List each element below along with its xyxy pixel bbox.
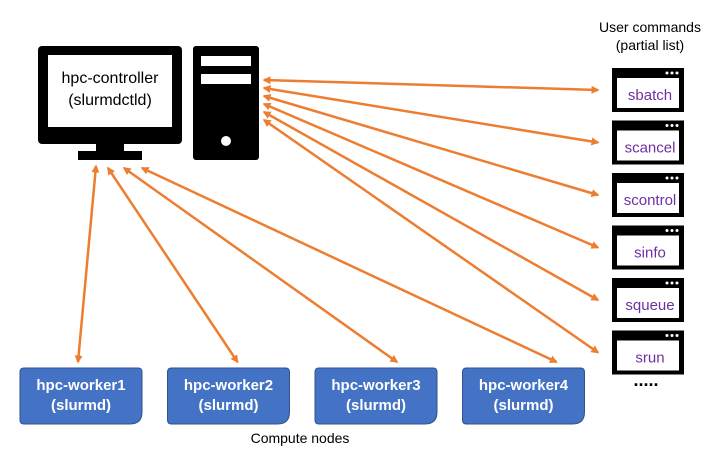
worker-name: hpc-worker1: [36, 377, 125, 394]
window-dot: [665, 124, 669, 127]
window-dot: [675, 229, 679, 232]
command-window-srun: srun: [612, 330, 684, 375]
command-window-scancel: scancel: [612, 120, 684, 165]
window-content: [617, 78, 679, 108]
worker-box: [314, 367, 438, 425]
user-commands-title: User commands: [599, 19, 701, 35]
connection-arrows: [74, 76, 600, 364]
arrow-controller-to-command-4: [262, 102, 600, 249]
arrow-controller-to-command-5: [262, 110, 600, 302]
worker-box: [19, 367, 143, 425]
worker-node-2: hpc-worker2 (slurmd): [167, 367, 290, 425]
compute-nodes-label: Compute nodes: [251, 430, 350, 446]
window-dot: [670, 334, 674, 337]
more-commands-ellipsis: .....: [633, 370, 658, 390]
command-label: scancel: [625, 140, 676, 157]
worker-name: hpc-worker3: [331, 377, 420, 394]
worker-box: [462, 367, 585, 425]
arrow-controller-to-command-2: [262, 85, 600, 146]
window-content: [617, 288, 679, 318]
window-dot: [665, 334, 669, 337]
arrow-controller-to-command-6: [262, 118, 600, 354]
window-dot: [670, 229, 674, 232]
worker-node-4: hpc-worker4 (slurmd): [462, 367, 585, 425]
user-commands-list: sbatch scancel scontrol sinfo squeue srun: [612, 68, 684, 375]
arrow-controller-to-worker-3: [122, 166, 399, 364]
window-dot: [675, 71, 679, 75]
worker-daemon: (slurmd): [51, 397, 111, 414]
window-dot: [665, 281, 669, 285]
window-dot: [670, 71, 674, 75]
worker-node-3: hpc-worker3 (slurmd): [314, 367, 438, 425]
window-dot: [665, 229, 669, 232]
command-window-sbatch: sbatch: [612, 68, 684, 112]
monitor-icon: [38, 46, 182, 160]
arrow-controller-to-command-1: [262, 76, 600, 94]
arrow-controller-to-worker-2: [106, 166, 239, 364]
command-label: scontrol: [624, 192, 677, 209]
worker-name: hpc-worker2: [184, 377, 273, 394]
window-content: [617, 183, 679, 213]
arrow-controller-to-command-3: [262, 94, 600, 197]
server-tower-icon: [193, 46, 259, 160]
window-dot: [670, 281, 674, 285]
window-dot: [670, 176, 674, 180]
worker-name: hpc-worker4: [479, 377, 569, 394]
arrow-controller-to-worker-1: [74, 164, 100, 364]
window-dot: [665, 176, 669, 180]
command-label: squeue: [625, 297, 674, 314]
window-dot: [675, 176, 679, 180]
window-dot: [675, 334, 679, 337]
command-label: srun: [635, 350, 664, 367]
window-content: [617, 340, 679, 371]
worker-box: [167, 367, 290, 425]
command-window-squeue: squeue: [612, 278, 684, 322]
compute-nodes: hpc-worker1(slurmd)hpc-worker2(slurmd)hp…: [19, 367, 585, 425]
command-label: sinfo: [634, 245, 666, 262]
command-window-scontrol: scontrol: [612, 173, 684, 217]
worker-daemon: (slurmd): [346, 397, 406, 414]
window-dot: [675, 124, 679, 127]
worker-daemon: (slurmd): [494, 397, 554, 414]
command-label: sbatch: [628, 87, 672, 104]
window-dot: [665, 71, 669, 75]
worker-node-1: hpc-worker1 (slurmd): [19, 367, 143, 425]
window-content: [617, 235, 679, 266]
controller-name: hpc-controller: [62, 70, 160, 87]
window-content: [617, 130, 679, 161]
user-commands-subtitle: (partial list): [616, 37, 684, 53]
command-window-sinfo: sinfo: [612, 225, 684, 270]
window-dot: [670, 124, 674, 127]
controller-daemon: (slurmdctld): [68, 92, 152, 109]
arrow-controller-to-worker-4: [140, 166, 558, 364]
window-dot: [675, 281, 679, 285]
worker-daemon: (slurmd): [199, 397, 259, 414]
